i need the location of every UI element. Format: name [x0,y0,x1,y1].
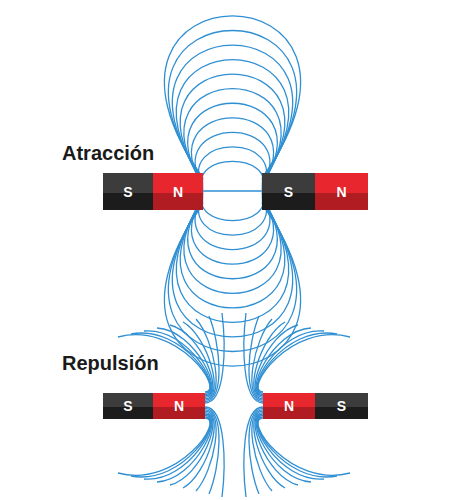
field-line [195,195,270,250]
field-line [164,16,300,178]
section-label: Atracción [62,142,154,165]
field-line [144,415,211,479]
field-line [203,190,262,191]
field-line [170,413,213,485]
pole-letter: S [284,185,293,199]
field-line [164,204,300,366]
section-label: Repulsión [62,352,159,375]
field-line [258,335,350,392]
field-line [184,89,281,184]
magnet-pole: S [315,393,368,419]
field-line [118,418,210,475]
field-line [170,325,213,397]
magnet-pole: S [103,393,153,419]
magnet-pole: S [262,173,315,210]
field-line [131,417,211,477]
pole-letter: S [337,399,346,413]
field-line [257,331,324,395]
field-line [255,413,298,485]
magnet-pole: N [153,173,203,210]
field-line [195,132,270,187]
pole-letter: S [123,399,132,413]
field-line [199,147,267,189]
field-line [258,418,350,475]
field-line [184,198,281,293]
field-line [201,192,263,220]
magnet-pole: N [263,393,315,419]
field-line [199,193,267,235]
field-line [255,325,298,397]
field-line [257,417,337,477]
magnet-pole: S [103,173,153,210]
field-line [257,415,324,479]
magnet-pole: N [315,173,368,210]
pole-letter: N [173,185,183,199]
field-line [168,203,296,352]
pole-letter: N [284,399,294,413]
pole-letter: S [123,185,132,199]
field-line [201,161,263,189]
magnet-pole: N [153,393,205,419]
pole-letter: N [336,185,346,199]
pole-letter: N [174,399,184,413]
field-line [168,31,296,180]
field-line [257,333,337,393]
